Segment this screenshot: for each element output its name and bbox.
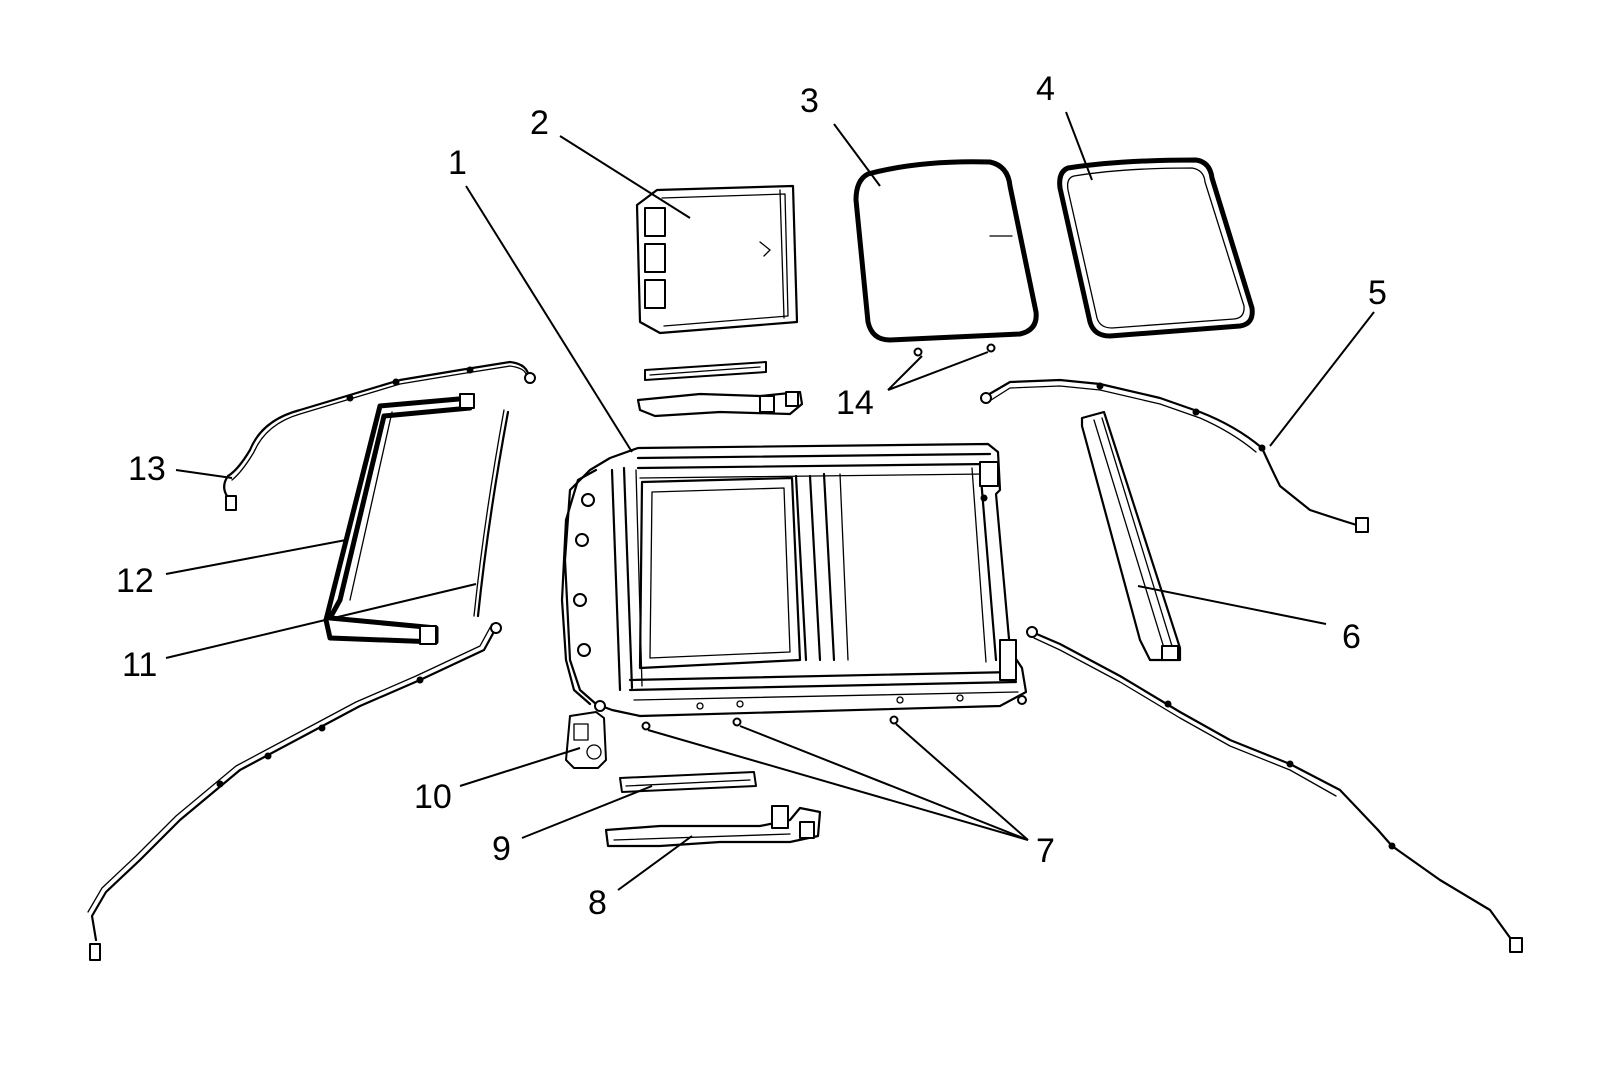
callout-4: 4	[1036, 70, 1055, 108]
part-4-glass-seal	[1057, 157, 1255, 339]
part-10-motor	[565, 711, 607, 769]
part-8-rail-bracket	[604, 805, 822, 848]
callout-12: 12	[116, 562, 154, 600]
part-7-bolts	[641, 715, 899, 731]
callout-9: 9	[492, 830, 511, 868]
part-1-sunroof-frame	[560, 442, 1028, 718]
part-12-side-guide	[323, 393, 475, 645]
callout-6: 6	[1342, 618, 1361, 656]
part-rails-upper	[636, 361, 804, 418]
part-2-sunshade-assembly	[635, 184, 799, 335]
callout-13: 13	[128, 450, 166, 488]
callout-8: 8	[588, 884, 607, 922]
part-14-fasteners	[913, 343, 996, 357]
left-rear-drain-hose	[87, 622, 502, 961]
leader-lines	[165, 111, 1375, 891]
part-5-front-drain-hose	[980, 378, 1369, 533]
part-9-rail	[619, 771, 757, 793]
callout-11: 11	[122, 646, 157, 684]
part-6-side-guide	[1080, 410, 1182, 662]
callout-14: 14	[836, 384, 874, 422]
callout-2: 2	[530, 104, 549, 142]
part-11-seal-strip	[473, 409, 510, 618]
callout-3: 3	[800, 82, 819, 120]
callout-5: 5	[1368, 274, 1387, 312]
callout-10: 10	[414, 778, 452, 816]
callout-labels: 1 2 3 4 5 6 7 8 9 10 11 12 13 14	[116, 70, 1387, 922]
right-rear-drain-hose	[1026, 626, 1523, 953]
callout-1: 1	[448, 144, 467, 182]
part-3-glass-panel	[853, 159, 1039, 343]
part-13-front-drain-hose	[223, 360, 536, 511]
callout-7: 7	[1036, 832, 1055, 870]
